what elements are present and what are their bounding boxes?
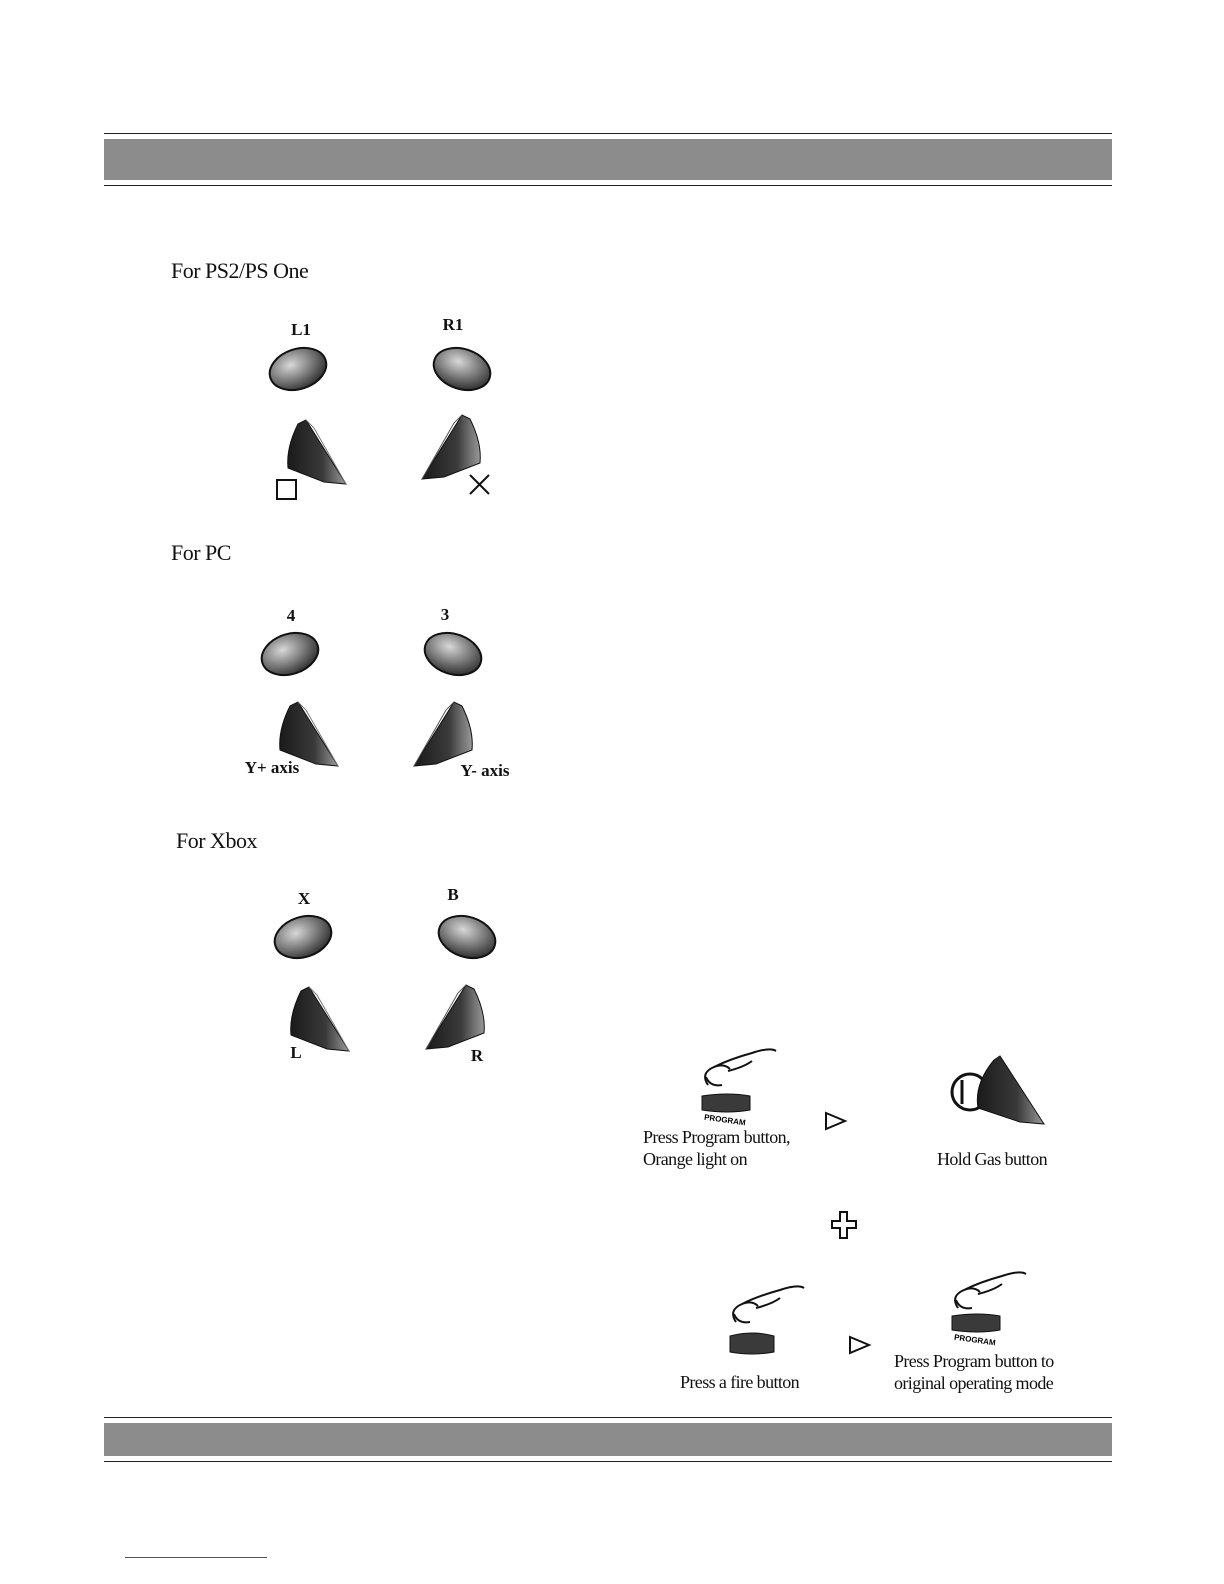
r1-button-icon [430,345,494,393]
footer-rule-bottom [104,1461,1112,1462]
finger-press-program-icon [950,1268,1030,1316]
button-label-l1: L1 [286,320,316,340]
header-rule-bottom [104,185,1112,186]
step4-caption: Press Program button to original operati… [894,1350,1054,1394]
step4-text: Press Program button to original operati… [894,1351,1054,1393]
button-3-icon [421,630,485,678]
finger-press-icon [700,1045,780,1093]
button-x-icon [271,913,335,961]
program-button-icon: PROGRAM [698,1090,760,1126]
step2-caption: Hold Gas button [937,1148,1047,1170]
step1-caption: Press Program button, Orange light on [643,1126,790,1170]
button-label-r1: R1 [438,315,468,335]
section-title-xbox: For Xbox [176,828,257,854]
finger-press-fire-icon [728,1282,808,1330]
gas-pedal-icon [948,1054,1048,1130]
section-title-ps2: For PS2/PS One [171,258,308,284]
button-label-4: 4 [278,606,304,626]
trigger-label-y-minus: Y- axis [454,761,516,781]
button-label-x: X [292,889,316,909]
trigger-label-y-plus: Y+ axis [236,758,308,778]
trigger-label-r: R [467,1046,487,1066]
button-label-b: B [441,885,465,905]
play-triangle-icon [824,1111,848,1131]
step1-text: Press Program button, Orange light on [643,1127,790,1169]
button-label-3: 3 [432,605,458,625]
l1-button-icon [266,345,330,393]
footer-bar [104,1423,1112,1456]
program-button-text-2: PROGRAM [954,1333,997,1348]
header-bar [104,139,1112,180]
section-title-pc: For PC [171,540,231,566]
footer-link-underline[interactable] [125,1557,267,1558]
right-trigger-xbox-icon [422,983,488,1055]
footer-rule-top [104,1417,1112,1418]
left-trigger-icon [284,418,350,488]
play-triangle-icon-2 [848,1335,872,1355]
button-b-icon [435,913,499,961]
button-4-icon [258,630,322,678]
square-symbol-icon [276,479,298,501]
plus-icon [830,1210,858,1240]
cross-symbol-icon [468,473,492,497]
header-rule-top [104,133,1112,134]
trigger-label-l: L [286,1043,306,1063]
step3-caption: Press a fire button [680,1371,799,1393]
fire-button-icon [728,1330,778,1360]
program-button-icon-2: PROGRAM [948,1310,1010,1346]
